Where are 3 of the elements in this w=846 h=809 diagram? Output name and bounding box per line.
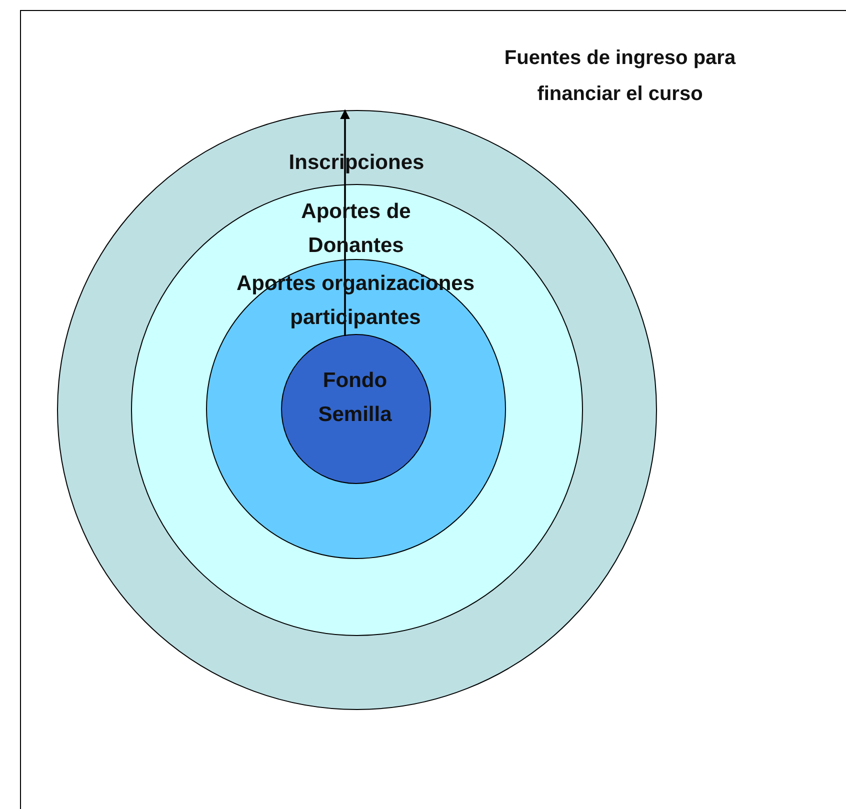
- arrow: [340, 109, 350, 336]
- title: Fuentes de ingreso para financiar el curso: [503, 46, 737, 107]
- ring-label: Fondo Semilla: [317, 368, 393, 428]
